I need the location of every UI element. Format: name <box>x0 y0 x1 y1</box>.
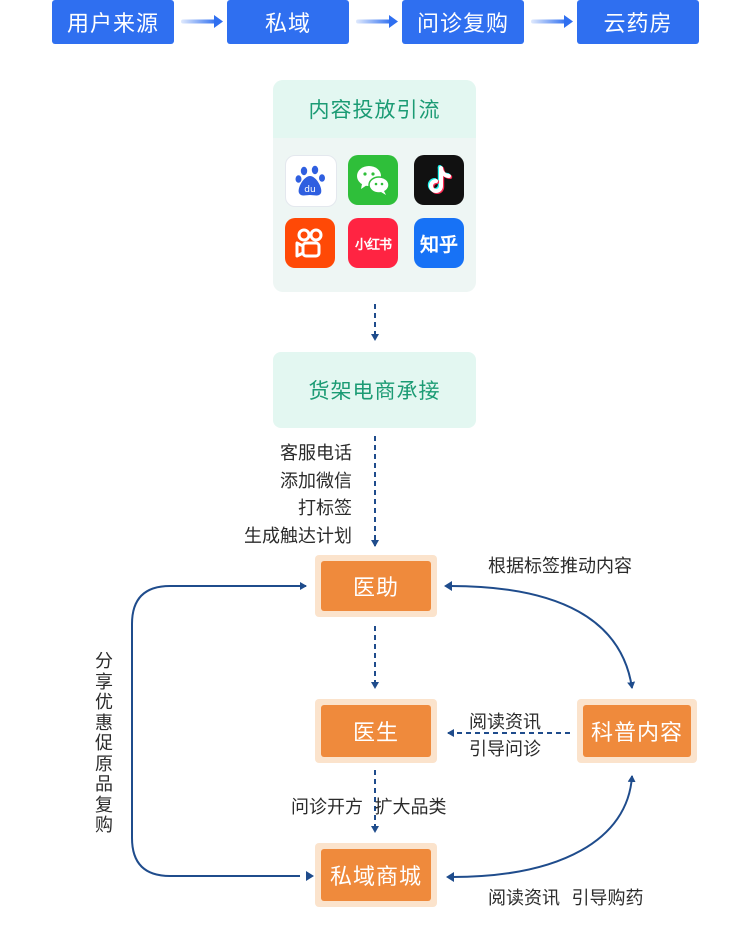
node-science-content: 科普内容 <box>577 699 697 763</box>
label-share-char: 享 <box>95 671 113 693</box>
zhihu-icon-text: 知乎 <box>419 233 458 256</box>
shelf-action-item: 添加微信 <box>280 470 352 492</box>
arrow-assistant-to-science <box>449 585 636 689</box>
pipeline-arrow-3 <box>531 15 573 28</box>
shelf-action-item: 生成触达计划 <box>244 525 352 547</box>
pipeline-step-private: 私域 <box>227 0 349 44</box>
shelf-ecommerce-box: 货架电商承接 <box>273 352 476 428</box>
baidu-icon-text: du <box>304 185 315 195</box>
xiaohongshu-icon: 小红书 <box>348 218 398 268</box>
pipeline-arrow-2 <box>356 15 398 28</box>
node-doctor: 医生 <box>315 699 437 763</box>
arrow-mall-to-science <box>451 775 636 878</box>
node-private-mall: 私域商城 <box>315 843 437 907</box>
node-doctor-label: 医生 <box>321 705 431 757</box>
pipeline-step-consult: 问诊复购 <box>402 0 524 44</box>
pipeline-step-source: 用户来源 <box>52 0 174 44</box>
node-assistant-label: 医助 <box>321 561 431 611</box>
shelf-action-item: 打标签 <box>298 498 352 519</box>
label-prescribe: 问诊开方 扩大品类 <box>291 797 447 818</box>
wechat-icon <box>348 155 398 205</box>
kuaishou-icon <box>285 218 335 268</box>
label-read-buy: 阅读资讯 引导购药 <box>488 888 644 909</box>
label-share-char: 优 <box>95 692 113 713</box>
pipeline-arrow-1 <box>181 15 223 28</box>
node-science-content-label: 科普内容 <box>583 705 691 757</box>
label-guide-consult: 引导问诊 <box>469 739 541 760</box>
baidu-icon: du <box>285 155 337 207</box>
shelf-action-item: 客服电话 <box>280 443 352 464</box>
label-share-char: 复 <box>95 794 113 816</box>
pipeline-step-pharmacy: 云药房 <box>577 0 699 44</box>
label-share-char: 促 <box>95 733 113 754</box>
shelf-actions: 客服电话 添加微信 打标签 生成触达计划 <box>222 440 352 550</box>
label-share-char: 分 <box>95 651 113 672</box>
douyin-icon <box>414 155 464 205</box>
node-assistant: 医助 <box>315 555 437 617</box>
label-share-char: 购 <box>95 815 113 836</box>
label-share-char: 惠 <box>95 712 113 734</box>
node-private-mall-label: 私域商城 <box>321 849 431 901</box>
channel-panel: 内容投放引流 du <box>273 80 476 292</box>
label-share-char: 品 <box>95 774 113 795</box>
arrow-loop-mall-to-assistant <box>131 582 307 877</box>
xiaohongshu-icon-text: 小红书 <box>354 237 392 253</box>
label-share-char: 原 <box>95 753 113 775</box>
label-share-repurchase: 分享优惠促原品复购 <box>93 651 115 837</box>
channel-panel-title: 内容投放引流 <box>273 80 476 138</box>
label-push-content: 根据标签推动内容 <box>488 556 632 577</box>
label-read-info: 阅读资讯 <box>469 712 541 733</box>
zhihu-icon: 知乎 <box>414 218 464 268</box>
